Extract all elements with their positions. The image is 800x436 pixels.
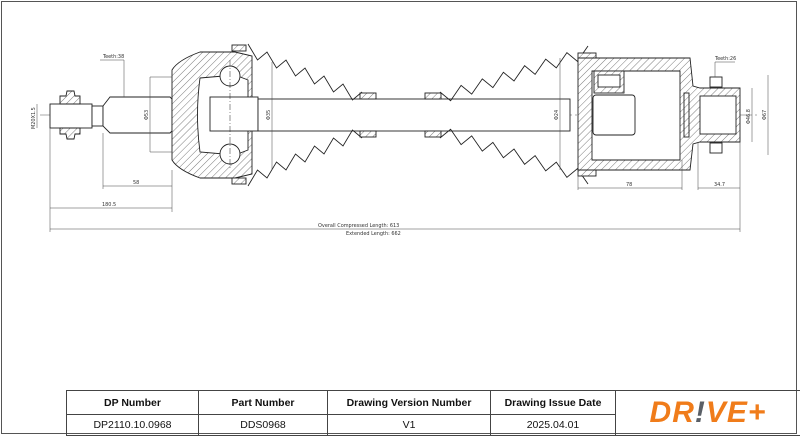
drive-shaft-drawing: M20X1.5 Teeth:38 Φ53 Φ35 58 180.5 Φ24 Φ4… xyxy=(31,43,769,237)
drive-plus-logo: DR!VE+ xyxy=(616,391,800,436)
header-drawing-version: Drawing Version Number xyxy=(328,391,491,415)
dia-35-label: Φ35 xyxy=(266,110,272,120)
outer-boot-bottom xyxy=(247,129,363,187)
header-dp-number: DP Number xyxy=(67,391,199,415)
header-part-number: Part Number xyxy=(199,391,328,415)
teeth-inner-label: Teeth:26 xyxy=(714,56,736,62)
inner-boot-top xyxy=(439,45,589,102)
value-part-number: DDS0968 xyxy=(199,415,328,436)
dia-67-label: Φ67 xyxy=(762,110,768,120)
header-issue-date: Drawing Issue Date xyxy=(491,391,616,415)
len-34-label: 34.7 xyxy=(714,182,725,188)
inner-boot-bottom xyxy=(439,128,589,185)
overall-length-label: Overall Compressed Length: 613 xyxy=(318,223,399,229)
dia-24-label: Φ24 xyxy=(554,110,560,120)
len-78-label: 78 xyxy=(626,182,632,188)
len-180-label: 180.5 xyxy=(102,202,116,208)
value-drawing-version: V1 xyxy=(328,415,491,436)
value-dp-number: DP2110.10.0968 xyxy=(67,415,199,436)
threaded-stub xyxy=(49,103,93,129)
teeth-outer-label: Teeth:38 xyxy=(102,54,124,60)
outer-boot-top xyxy=(247,43,363,101)
shaft xyxy=(257,98,571,132)
thread-label: M20X1.5 xyxy=(31,107,37,129)
extended-length-label: Extended Length: 662 xyxy=(346,231,401,237)
dia-46-label: Φ46.8 xyxy=(746,109,752,124)
value-issue-date: 2025.04.01 xyxy=(491,415,616,436)
len-58-label: 58 xyxy=(133,180,139,186)
title-block: DP Number Part Number Drawing Version Nu… xyxy=(66,390,800,436)
nut-top xyxy=(59,90,81,105)
dia-53-label: Φ53 xyxy=(144,110,150,120)
nut-bottom xyxy=(59,127,81,140)
spline-shaft-outer xyxy=(102,96,173,134)
tripod-spider xyxy=(592,94,636,136)
